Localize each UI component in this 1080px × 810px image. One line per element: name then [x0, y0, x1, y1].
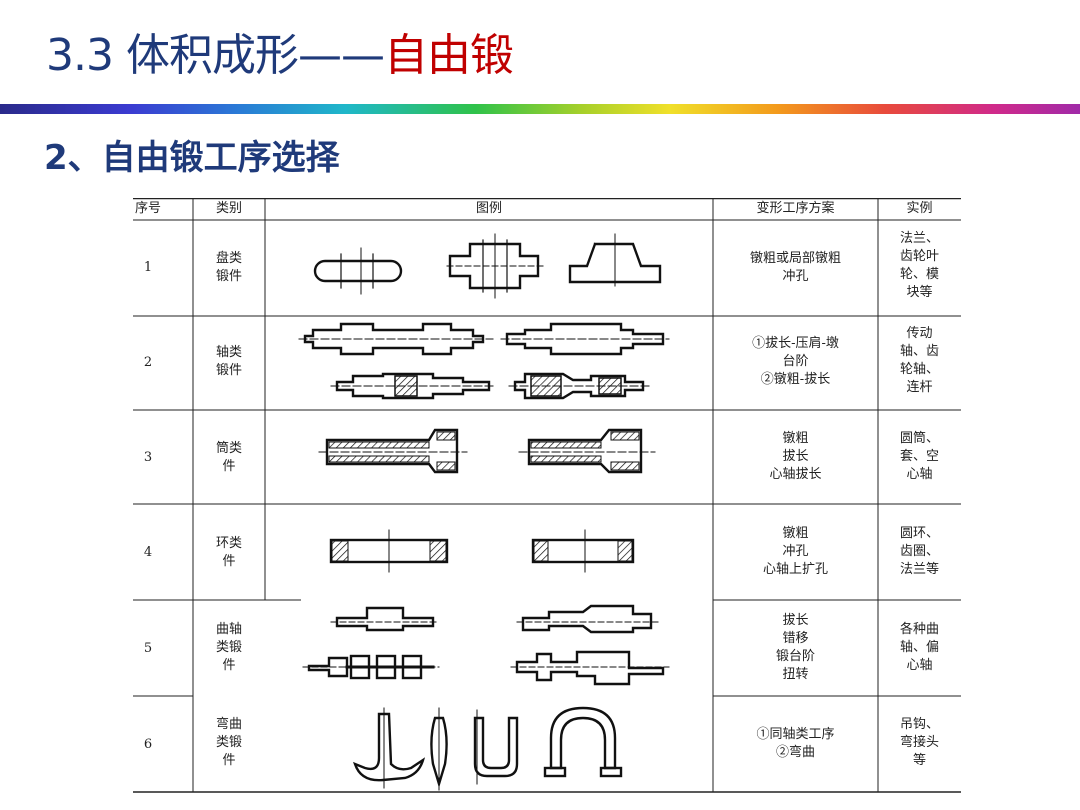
row6-no: 6 [143, 737, 153, 752]
row3-example-line: 套、空 [899, 449, 939, 464]
shaft-forging-figure [298, 322, 670, 400]
forging-process-table: 序号 类别 图例 变形工序方案 实例 1 盘类 锻件 镦粗或局部镦粗 冲孔 法兰… [133, 198, 961, 794]
row5-example-line: 心轴 [906, 658, 933, 673]
row2-category-line: 锻件 [215, 363, 242, 378]
row3-example-line: 心轴 [906, 467, 933, 482]
row1-process-line: 镦粗或局部镦粗 [749, 251, 841, 266]
table-grid [133, 198, 961, 793]
row2-process-line: ②镦粗-拔长 [760, 372, 831, 387]
row1-category: 盘类 锻件 [193, 250, 265, 286]
row4-example-line: 圆环、 [899, 526, 939, 541]
row3-category: 筒类 件 [193, 440, 265, 476]
row4-category: 环类 件 [193, 535, 265, 571]
row2-example-line: 轮轴、 [899, 362, 939, 377]
row2-example: 传动 轴、齿 轮轴、 连杆 [878, 325, 961, 397]
row5-process-line: 扭转 [782, 667, 809, 682]
slide-subtitle: 2、自由锻工序选择 [44, 138, 340, 178]
rainbow-divider [0, 104, 1080, 114]
row4-example-line: 法兰等 [899, 562, 939, 577]
row6-example-line: 吊钩、 [899, 717, 939, 732]
row4-example-line: 齿圈、 [899, 544, 939, 559]
row1-category-line: 盘类 [215, 251, 242, 266]
row1-category-line: 锻件 [215, 269, 242, 284]
row3-example-line: 圆筒、 [899, 431, 939, 446]
header-category: 类别 [215, 201, 242, 216]
title-main: 体积成形—— [125, 30, 385, 81]
row1-example-line: 齿轮叶 [899, 249, 939, 264]
row2-process: ①拔长-压肩-墩 台阶 ②镦粗-拔长 [713, 335, 878, 389]
row2-category: 轴类 锻件 [193, 344, 265, 380]
row4-process-line: 心轴上扩孔 [762, 562, 828, 577]
row3-no: 3 [143, 450, 153, 465]
row2-process-line: ①拔长-压肩-墩 [752, 336, 839, 351]
row1-example-line: 法兰、 [899, 231, 939, 246]
row5-category-line: 类锻 [215, 640, 242, 655]
row2-process-line: 台阶 [782, 354, 809, 369]
row6-example-line: 等 [912, 753, 926, 768]
row6-example-line: 弯接头 [899, 735, 939, 750]
row5-category-line: 曲轴 [215, 622, 242, 637]
row1-no: 1 [143, 260, 153, 275]
row1-example: 法兰、 齿轮叶 轮、模 块等 [878, 230, 961, 302]
row1-example-line: 块等 [906, 285, 933, 300]
row3-process-line: 拔长 [782, 449, 809, 464]
row5-example-line: 各种曲 [899, 622, 939, 637]
row4-category-line: 件 [222, 554, 236, 569]
row4-process-line: 冲孔 [782, 544, 809, 559]
row6-category-line: 件 [222, 753, 236, 768]
row6-category-line: 弯曲 [215, 717, 242, 732]
row5-process-line: 锻台阶 [775, 649, 815, 664]
header-no: 序号 [134, 201, 161, 216]
row3-process: 镦粗 拔长 心轴拔长 [713, 430, 878, 484]
slide-title: 3.3 体积成形——自由锻 [46, 26, 514, 86]
row1-process-line: 冲孔 [782, 269, 809, 284]
row5-category: 曲轴 类锻 件 [193, 621, 265, 675]
row1-process: 镦粗或局部镦粗 冲孔 [713, 250, 878, 286]
row2-example-line: 传动 [906, 326, 933, 341]
row2-example-line: 轴、齿 [899, 344, 939, 359]
row4-process: 镦粗 冲孔 心轴上扩孔 [713, 525, 878, 579]
forging-figures [298, 233, 670, 791]
ring-forging-figure [329, 529, 635, 573]
row3-example: 圆筒、 套、空 心轴 [878, 430, 961, 484]
row5-example-line: 轴、偏 [899, 640, 939, 655]
disk-forging-figure [313, 233, 662, 299]
row4-no: 4 [143, 545, 153, 560]
row5-no: 5 [143, 641, 153, 656]
row5-example: 各种曲 轴、偏 心轴 [878, 621, 961, 675]
row2-no: 2 [143, 355, 153, 370]
title-number: 3.3 [46, 30, 114, 81]
row6-category: 弯曲 类锻 件 [193, 716, 265, 770]
tube-forging-figure [318, 428, 656, 474]
title-highlight: 自由锻 [383, 30, 514, 81]
crankshaft-forging-figure [302, 604, 670, 686]
row5-process: 拔长 错移 锻台阶 扭转 [713, 612, 878, 684]
row3-category-line: 件 [222, 459, 236, 474]
row2-category-line: 轴类 [215, 345, 242, 360]
header-example: 实例 [906, 201, 933, 216]
row4-example: 圆环、 齿圈、 法兰等 [878, 525, 961, 579]
row6-process-line: ②弯曲 [775, 745, 815, 760]
row1-example-line: 轮、模 [899, 267, 939, 282]
row5-process-line: 拔长 [782, 613, 809, 628]
row5-process-line: 错移 [782, 631, 809, 646]
row3-process-line: 心轴拔长 [769, 467, 822, 482]
bent-forging-figure [353, 706, 623, 791]
row3-process-line: 镦粗 [782, 431, 809, 446]
row6-category-line: 类锻 [215, 735, 242, 750]
header-process: 变形工序方案 [756, 201, 835, 216]
row6-process-line: ①同轴类工序 [756, 727, 835, 742]
row3-category-line: 筒类 [215, 441, 242, 456]
row4-category-line: 环类 [215, 536, 242, 551]
row5-category-line: 件 [222, 658, 236, 673]
row6-process: ①同轴类工序 ②弯曲 [713, 726, 878, 762]
row4-process-line: 镦粗 [782, 526, 809, 541]
row2-example-line: 连杆 [906, 380, 933, 395]
row6-example: 吊钩、 弯接头 等 [878, 716, 961, 770]
header-figure: 图例 [475, 201, 502, 216]
